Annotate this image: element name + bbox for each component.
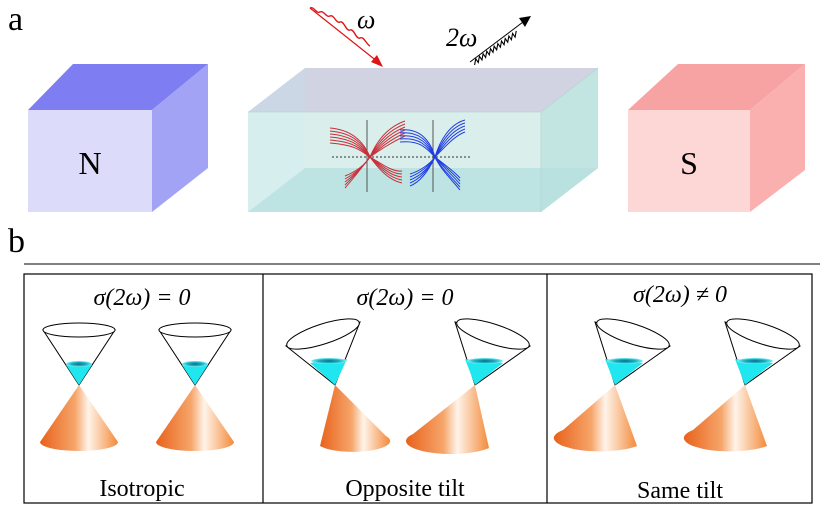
case-opposite-caption: Opposite tilt — [345, 476, 465, 502]
cone-pair-same-left — [553, 318, 672, 452]
case-opposite-formula: σ(2ω) = 0 — [357, 285, 454, 311]
south-magnet-front — [628, 110, 750, 212]
case-same-formula: σ(2ω) ≠ 0 — [633, 282, 727, 308]
weyl-dispersion-sketch — [329, 119, 470, 192]
panel-a-label: a — [8, 1, 23, 38]
emitted-label: 2ω — [446, 23, 477, 52]
north-magnet-side — [152, 64, 208, 212]
north-magnet-top — [28, 64, 208, 110]
left-cone-curves — [329, 120, 406, 189]
emitted-arrowhead — [519, 16, 531, 27]
crystal-front — [248, 112, 541, 212]
crystal-slab — [248, 67, 599, 212]
north-magnet-front — [28, 110, 152, 212]
case-isotropic: σ(2ω) = 0 Isotropic — [40, 285, 234, 502]
south-magnet-side — [750, 64, 805, 212]
case-isotropic-formula: σ(2ω) = 0 — [94, 285, 191, 311]
case-isotropic-caption: Isotropic — [99, 476, 184, 502]
cone-pair-isotropic-right — [156, 322, 234, 451]
south-magnet-top — [628, 64, 805, 110]
south-magnet: S — [628, 64, 805, 212]
emitted-beam: 2ω — [446, 16, 531, 66]
incident-arrowhead — [371, 55, 383, 67]
case-opposite-tilt: σ(2ω) = 0 Opposite tilt — [284, 285, 532, 502]
case-same-tilt: σ(2ω) ≠ 0 Same tilt — [553, 282, 802, 504]
right-cone-curves — [399, 119, 466, 191]
cone-pair-opposite-left — [284, 318, 391, 452]
south-magnet-label: S — [680, 145, 698, 181]
incident-beam: ω — [309, 5, 383, 67]
cone-pair-opposite-right — [405, 318, 532, 455]
case-same-caption: Same tilt — [637, 478, 723, 504]
crystal-right — [541, 68, 598, 212]
cone-pair-same-right — [683, 318, 802, 452]
panel-b-label: b — [8, 223, 25, 260]
emitted-wave — [474, 30, 517, 66]
incident-wave — [309, 6, 371, 47]
north-magnet: N — [28, 64, 208, 212]
cone-pair-isotropic-left — [40, 322, 118, 451]
incident-label: ω — [357, 5, 375, 34]
north-magnet-label: N — [78, 145, 101, 181]
panel-b-frame — [23, 273, 813, 504]
